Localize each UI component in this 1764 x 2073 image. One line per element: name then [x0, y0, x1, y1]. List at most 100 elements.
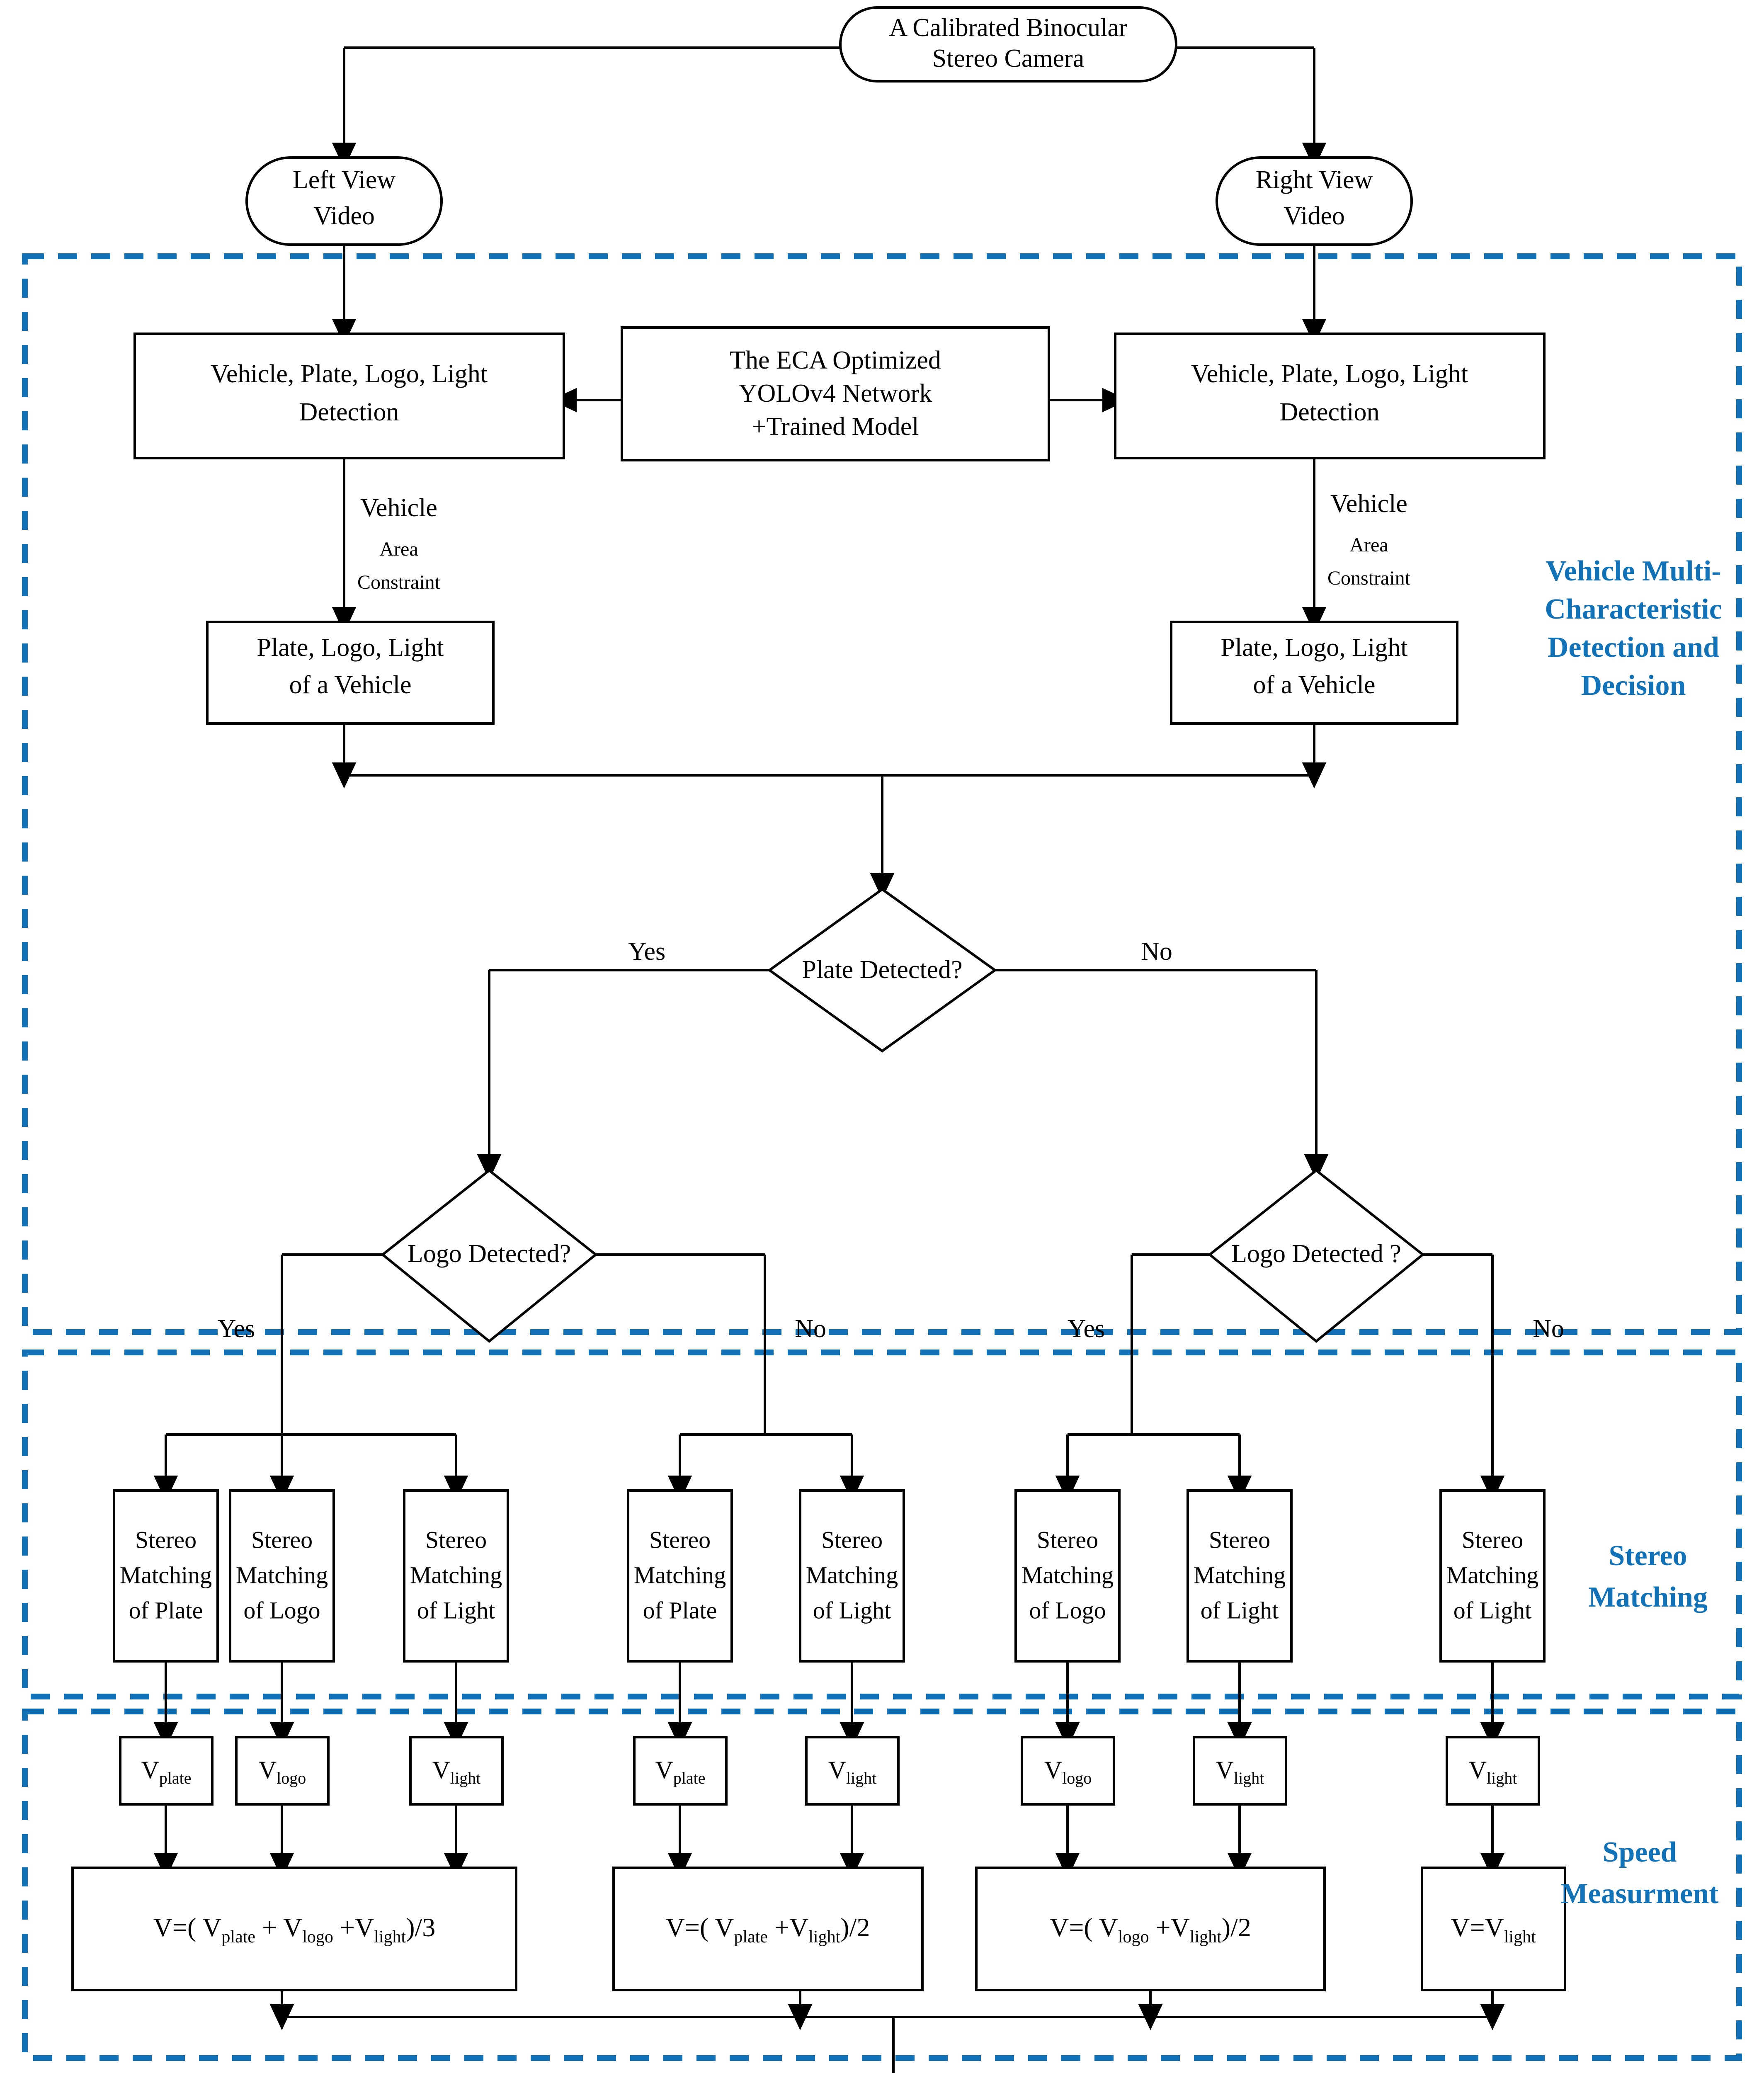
section-label-stereo-line0: Stereo	[1609, 1540, 1687, 1572]
formula-box-3[interactable]: V=Vlight	[1421, 1867, 1566, 1991]
edge-merge-to-plate-decision	[332, 723, 1327, 899]
model-line2: YOLOv4 Network	[739, 379, 932, 408]
stereo-box-7-line3: of Light	[1453, 1597, 1531, 1624]
velocity-box-6[interactable]: Vlight	[1193, 1736, 1287, 1806]
formula-box-1[interactable]: V=( Vplate +Vlight)/2	[612, 1867, 924, 1991]
left-video-line1: Left View	[293, 166, 396, 194]
right-video-line2: Video	[1284, 202, 1345, 230]
velocity-box-5-text: Vlogo	[1044, 1756, 1092, 1787]
label-logo-left-yes: Yes	[218, 1315, 255, 1343]
stereo-box-7-line2: Matching	[1446, 1561, 1538, 1588]
label-logo-right-yes: Yes	[1068, 1315, 1105, 1343]
velocity-box-7[interactable]: Vlight	[1446, 1736, 1540, 1806]
stereo-box-3-line1: Stereo	[649, 1526, 711, 1553]
right-plll-line2: of a Vehicle	[1253, 671, 1376, 699]
stereo-box-2-line1: Stereo	[425, 1526, 487, 1553]
node-right-plll[interactable]	[1170, 621, 1458, 725]
node-plate-decision[interactable]	[767, 888, 997, 1053]
node-left-video[interactable]	[245, 156, 443, 246]
left-detect-line2: Detection	[299, 398, 399, 426]
section-label-speed-line0: Speed	[1603, 1836, 1677, 1868]
velocity-box-2-text: Vlight	[432, 1756, 481, 1787]
formula-box-3-text: V=Vlight	[1451, 1913, 1536, 1947]
stereo-box-2[interactable]: Stereo Matching of Light	[403, 1489, 509, 1663]
section-box-detection	[22, 253, 1742, 1335]
stereo-box-0-line2: Matching	[120, 1561, 212, 1588]
edge-plate-no	[993, 969, 1329, 1180]
stereo-box-2-line3: of Light	[417, 1597, 495, 1624]
section-label-detection-line3: Decision	[1581, 670, 1686, 702]
node-camera[interactable]	[839, 6, 1177, 83]
stereo-box-4-line2: Matching	[806, 1561, 898, 1588]
node-logo-decision-left[interactable]	[381, 1169, 598, 1343]
section-label-speed: Speed Measurment	[1560, 1836, 1718, 1910]
formula-box-0[interactable]: V=( Vplate + Vlogo +Vlight)/3	[71, 1867, 517, 1991]
plate-decision-label: Plate Detected?	[802, 956, 962, 984]
formula-box-1-text: V=( Vplate +Vlight)/2	[666, 1913, 870, 1947]
stereo-box-4[interactable]: Stereo Matching of Light	[799, 1489, 905, 1663]
label-logo-right-no: No	[1533, 1315, 1564, 1343]
constraint-left-big: Vehicle	[360, 494, 437, 522]
right-detect-line1: Vehicle, Plate, Logo, Light	[1191, 360, 1468, 388]
velocity-box-0[interactable]: Vplate	[119, 1736, 214, 1806]
section-label-detection-line2: Detection and	[1548, 631, 1719, 663]
constraint-right-big: Vehicle	[1330, 490, 1407, 518]
stereo-box-4-line1: Stereo	[821, 1526, 883, 1553]
stereo-box-7-line1: Stereo	[1462, 1526, 1523, 1553]
stereo-box-0-line3: of Plate	[129, 1597, 203, 1624]
logo-decision-right-label: Logo Detected ?	[1231, 1240, 1401, 1268]
stereo-box-1[interactable]: Stereo Matching of Logo	[229, 1489, 335, 1663]
section-label-speed-line1: Measurment	[1560, 1878, 1718, 1910]
stereo-box-1-line2: Matching	[236, 1561, 328, 1588]
constraint-right-small1: Area	[1349, 534, 1388, 556]
stereo-box-6[interactable]: Stereo Matching of Light	[1187, 1489, 1293, 1663]
velocity-box-4-text: Vlight	[828, 1756, 877, 1787]
stereo-box-2-line2: Matching	[410, 1561, 502, 1588]
logo-decision-left-label: Logo Detected?	[408, 1240, 571, 1268]
stereo-box-3[interactable]: Stereo Matching of Plate	[627, 1489, 733, 1663]
edge-formulas-to-speed	[269, 1990, 1505, 2073]
right-video-line1: Right View	[1256, 166, 1373, 194]
edge-plate-yes	[477, 969, 771, 1180]
stereo-box-6-line3: of Light	[1201, 1597, 1279, 1624]
node-logo-decision-right[interactable]	[1208, 1169, 1425, 1343]
velocity-box-4[interactable]: Vlight	[805, 1736, 900, 1806]
constraint-left-small1: Area	[379, 538, 418, 560]
left-plll-line1: Plate, Logo, Light	[257, 634, 444, 662]
label-constraint-left: Vehicle Area Constraint	[357, 494, 441, 593]
velocity-box-0-text: Vplate	[141, 1756, 191, 1787]
node-left-detect[interactable]	[133, 333, 565, 459]
velocity-box-2[interactable]: Vlight	[409, 1736, 504, 1806]
node-model[interactable]	[621, 326, 1050, 461]
stereo-box-0-line1: Stereo	[135, 1526, 197, 1553]
stereo-box-3-line3: of Plate	[643, 1597, 717, 1624]
formula-box-2[interactable]: V=( Vlogo +Vlight)/2	[975, 1867, 1326, 1991]
velocity-box-3[interactable]: Vplate	[633, 1736, 728, 1806]
stereo-box-1-line1: Stereo	[251, 1526, 313, 1553]
edge-logo-right-yes	[1055, 1253, 1252, 1502]
velocity-box-5[interactable]: Vlogo	[1021, 1736, 1115, 1806]
stereo-box-5[interactable]: Stereo Matching of Logo	[1014, 1489, 1121, 1663]
right-detect-line2: Detection	[1279, 398, 1379, 426]
velocity-box-6-text: Vlight	[1216, 1756, 1264, 1787]
stereo-box-7[interactable]: Stereo Matching of Light	[1439, 1489, 1546, 1663]
node-left-plll[interactable]	[206, 621, 495, 725]
formula-box-0-text: V=( Vplate + Vlogo +Vlight)/3	[153, 1913, 436, 1947]
left-detect-line1: Vehicle, Plate, Logo, Light	[211, 360, 488, 388]
section-box-speed	[22, 1709, 1742, 2061]
node-right-video[interactable]	[1216, 156, 1413, 246]
label-constraint-right: Vehicle Area Constraint	[1327, 490, 1411, 589]
node-right-detect[interactable]	[1114, 333, 1546, 459]
velocity-box-1[interactable]: Vlogo	[235, 1736, 330, 1806]
stereo-box-1-line3: of Logo	[243, 1597, 320, 1624]
camera-line2: Stereo Camera	[932, 44, 1085, 73]
constraint-left-small2: Constraint	[357, 571, 441, 593]
stereo-box-0[interactable]: Stereo Matching of Plate	[113, 1489, 219, 1663]
stereo-box-6-line1: Stereo	[1209, 1526, 1270, 1553]
section-label-stereo: Stereo Matching	[1588, 1540, 1708, 1613]
label-plate-yes: Yes	[628, 937, 665, 966]
left-plll-line2: of a Vehicle	[289, 671, 412, 699]
left-video-line2: Video	[313, 202, 375, 230]
constraint-right-small2: Constraint	[1327, 567, 1411, 589]
